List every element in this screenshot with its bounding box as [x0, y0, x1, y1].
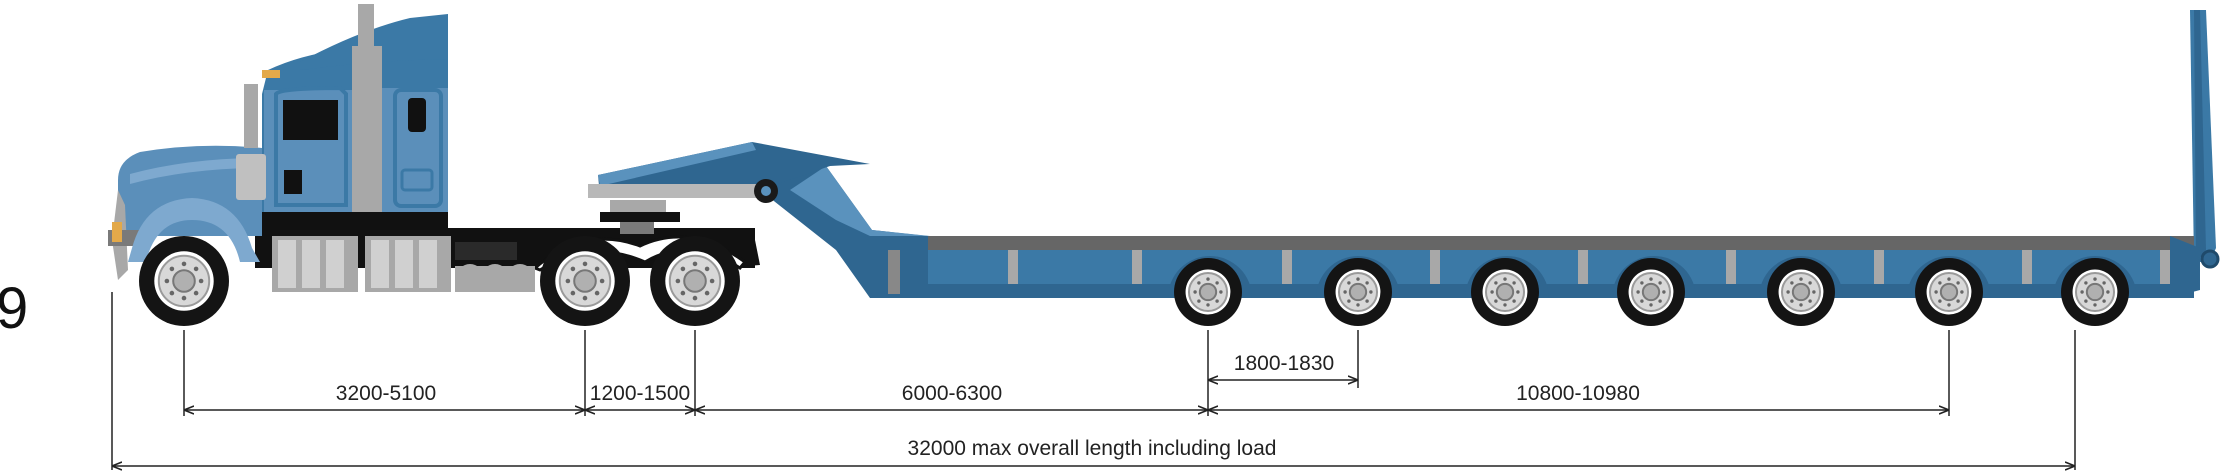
trailer-wheel-6: [1915, 258, 1983, 326]
kingpin-to-axle-label: 6000-6300: [902, 382, 1002, 405]
dimension-labels: 3200-5100 1200-1500 6000-6300 1800-1830 …: [336, 352, 1640, 460]
side-mirror: [244, 84, 258, 148]
trailer-wheel-3: [1471, 258, 1539, 326]
tandem-spread-label: 1200-1500: [590, 382, 690, 405]
dimension-lines: [111, 292, 2076, 470]
deck-stanchions: [1008, 250, 2170, 284]
front-fender: [128, 198, 260, 262]
fifth-wheel: [600, 200, 680, 234]
overall-length-label: 32000 max overall length including load: [908, 437, 1277, 460]
low-loader-trailer: [588, 10, 2220, 298]
trailer-wheel-2: [1324, 258, 1392, 326]
gooseneck: [598, 142, 870, 196]
gooseneck-beam: [588, 184, 768, 198]
wheels: [139, 236, 2129, 326]
trailer-wheel-4: [1617, 258, 1685, 326]
drive-wheel-2: [650, 236, 740, 326]
steer-wheel: [139, 236, 229, 326]
wheelbase-label: 3200-5100: [336, 382, 436, 405]
side-label: 9: [0, 276, 28, 341]
air-tanks: [455, 242, 535, 292]
axle-group-label: 10800-10980: [1516, 382, 1640, 405]
drive-wheel-1: [540, 236, 630, 326]
trailer-wheel-7: [2061, 258, 2129, 326]
cab-door: [274, 85, 348, 207]
trailer-wheel-5: [1767, 258, 1835, 326]
exhaust-stack: [352, 46, 382, 222]
trailer-wheel-1: [1174, 258, 1242, 326]
gooseneck-slope: [760, 166, 928, 298]
sleeper-window: [408, 98, 426, 132]
axle-spacing-label: 1800-1830: [1234, 352, 1334, 375]
cab-window: [283, 100, 338, 140]
